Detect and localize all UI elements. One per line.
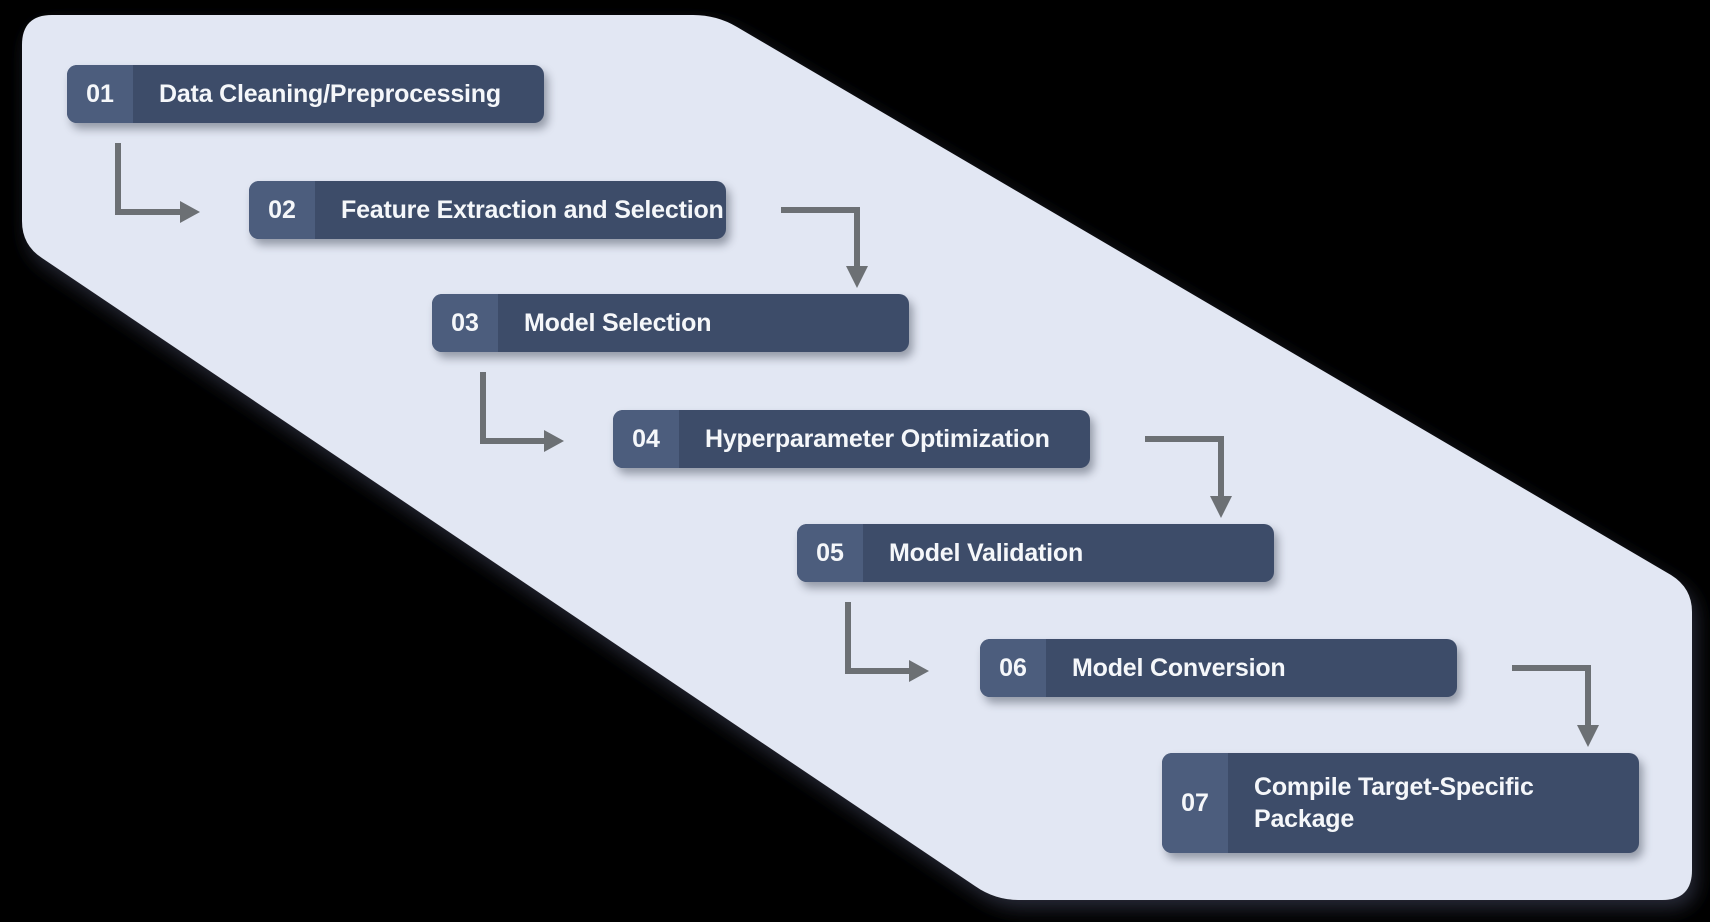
step-06-box: 06 Model Conversion [980,639,1457,697]
flow-arrow-04-05 [1145,436,1232,518]
step-03-number-badge: 03 [432,294,498,352]
step-01-label: Data Cleaning/Preprocessing [159,79,501,108]
step-05-box: 05 Model Validation [797,524,1274,582]
step-07-label: Compile Target-Specific Package [1254,772,1534,834]
step-01-box: 01 Data Cleaning/Preprocessing [67,65,544,123]
step-07-number-badge: 07 [1162,753,1228,853]
step-04-box: 04 Hyperparameter Optimization [613,410,1090,468]
step-05-label: Model Validation [889,538,1084,567]
step-03-label: Model Selection [524,308,712,337]
step-02-box: 02 Feature Extraction and Selection [249,181,726,239]
step-05-number-badge: 05 [797,524,863,582]
step-07-box: 07 Compile Target-Specific Package [1162,753,1639,853]
flow-arrow-05-06 [845,602,929,682]
step-02-label: Feature Extraction and Selection [341,195,724,224]
step-04-label: Hyperparameter Optimization [705,424,1050,453]
flow-arrow-01-02 [115,143,200,223]
flow-arrow-06-07 [1512,665,1599,747]
step-06-number-badge: 06 [980,639,1046,697]
flow-arrow-03-04 [480,372,564,452]
step-01-number-badge: 01 [67,65,133,123]
flow-arrow-02-03 [781,207,868,288]
step-06-label: Model Conversion [1072,653,1286,682]
step-02-number-badge: 02 [249,181,315,239]
step-03-box: 03 Model Selection [432,294,909,352]
step-04-number-badge: 04 [613,410,679,468]
